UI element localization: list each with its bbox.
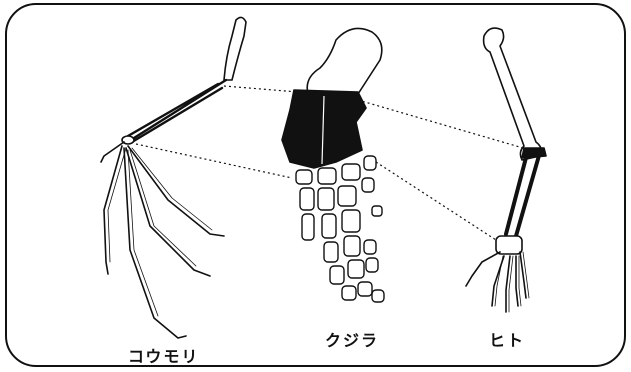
label-bat: コウモリ	[128, 343, 199, 367]
connector-bat-wrist-to-whale	[136, 144, 292, 178]
human-ulna	[506, 150, 528, 234]
human-fingers	[466, 252, 529, 312]
label-human: ヒト	[489, 327, 525, 351]
connector-bat-elbow-to-whale	[224, 86, 298, 92]
human-arm-skeleton	[466, 28, 546, 312]
whale-flipper-skeleton	[282, 28, 384, 302]
human-humerus	[484, 28, 542, 160]
connector-whale-to-human-wrist	[376, 162, 496, 240]
bat-wing-skeleton	[101, 17, 246, 338]
human-radius	[516, 152, 540, 236]
bat-humerus	[224, 17, 246, 80]
connector-whale-to-human-elbow	[358, 100, 530, 150]
whale-hand-bones	[296, 156, 384, 302]
bat-finger-4	[126, 148, 210, 276]
bat-finger-2	[104, 146, 122, 274]
whale-humerus	[307, 28, 382, 94]
label-whale: クジラ	[325, 327, 379, 351]
bat-forearm	[128, 80, 226, 142]
